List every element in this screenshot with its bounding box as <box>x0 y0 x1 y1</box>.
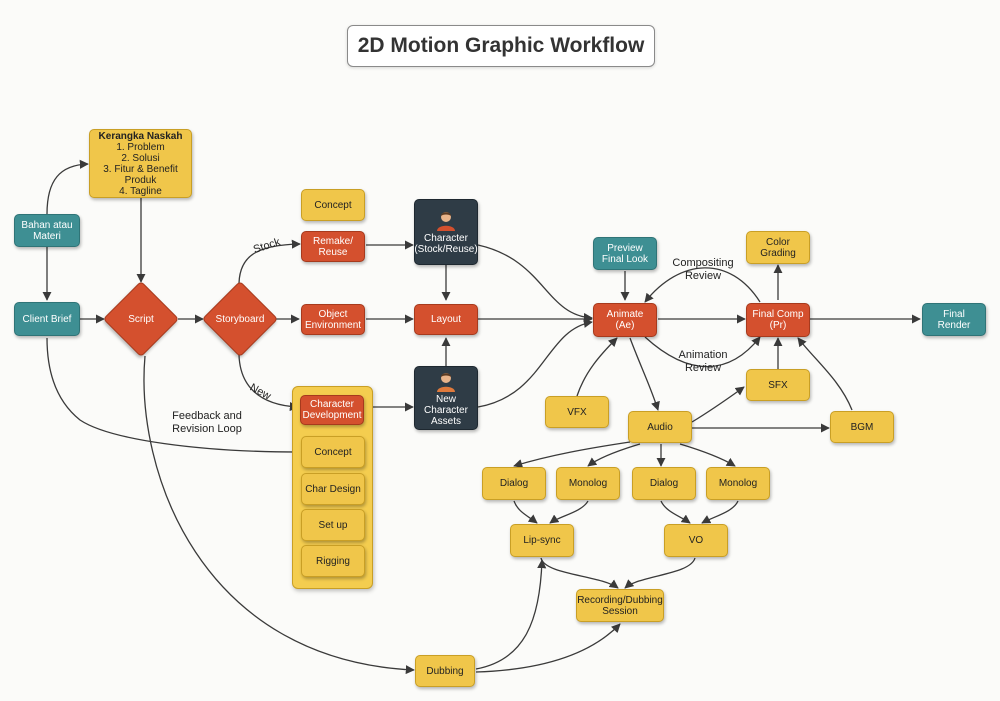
edge-compositing-review <box>644 267 761 303</box>
dialog-node[interactable]: Dialog <box>482 467 546 500</box>
kerangka-item: 1. Problem <box>116 141 165 153</box>
edge-storyboard-chardev <box>238 354 299 412</box>
edge-audio-sfx <box>691 386 745 423</box>
edge-monolog1-lipsync <box>549 500 589 524</box>
edge-vfx-animate <box>576 337 618 397</box>
new-character-assets-node[interactable]: New Character Assets <box>414 366 478 430</box>
char-design-node[interactable]: Char Design <box>301 473 365 505</box>
edge-dubbing-lipsync <box>475 559 547 670</box>
edge-dialog2-vo <box>660 500 691 524</box>
final-render-node[interactable]: Final Render <box>922 303 986 336</box>
character-development-node[interactable]: Character Development <box>300 395 364 425</box>
animate-node[interactable]: Animate (Ae) <box>593 303 657 337</box>
color-grading-node[interactable]: Color Grading <box>746 231 810 264</box>
rigging-node[interactable]: Rigging <box>301 545 365 577</box>
kerangka-naskah-node[interactable]: Kerangka Naskah 1. Problem 2. Solusi 3. … <box>89 129 192 198</box>
page-title: 2D Motion Graphic Workflow <box>347 25 655 67</box>
concept-node[interactable]: Concept <box>301 436 365 468</box>
character-stock-label: Character (Stock/Reuse) <box>414 233 478 255</box>
preview-final-look-node[interactable]: Preview Final Look <box>593 237 657 270</box>
edge-dubbing-recording <box>475 623 621 673</box>
kerangka-title: Kerangka Naskah <box>98 130 183 142</box>
edge-label-animation-review: Animation Review <box>678 349 728 374</box>
dialog-node[interactable]: Dialog <box>632 467 696 500</box>
remake-reuse-node[interactable]: Remake/ Reuse <box>301 231 365 262</box>
edge-newchar-animate <box>477 318 593 408</box>
edge-vo-recording <box>624 557 696 589</box>
object-environment-node[interactable]: Object Environment <box>301 304 365 335</box>
kerangka-item: 3. Fitur & Benefit Produk <box>103 163 178 186</box>
edge-label-compositing: Compositing Review <box>672 257 734 282</box>
kerangka-item: 4. Tagline <box>119 185 162 197</box>
vfx-node[interactable]: VFX <box>545 396 609 428</box>
edge-feedback-loop <box>46 337 300 453</box>
recording-dubbing-node[interactable]: Recording/Dubbing Session <box>576 589 664 622</box>
edge-audio-monolog2 <box>679 443 736 467</box>
monolog-node[interactable]: Monolog <box>706 467 770 500</box>
person-icon <box>437 212 455 231</box>
edge-charstock-animate <box>477 244 593 323</box>
layout-node[interactable]: Layout <box>414 304 478 335</box>
edge-bgm-final <box>797 337 853 411</box>
edge-script-dubbing <box>143 355 415 675</box>
final-comp-node[interactable]: Final Comp (Pr) <box>746 303 810 337</box>
edge-audio-dialog1 <box>513 441 631 468</box>
edge-lipsync-recording <box>540 557 619 589</box>
bgm-node[interactable]: BGM <box>830 411 894 443</box>
edge-monolog2-vo <box>701 500 739 524</box>
edge-storyboard-remake <box>238 239 301 284</box>
script-label: Script <box>128 313 154 325</box>
script-node[interactable]: Script <box>102 280 180 358</box>
edge-audio-monolog1 <box>587 443 641 467</box>
client-brief-node[interactable]: Client Brief <box>14 302 80 336</box>
kerangka-item: 2. Solusi <box>121 152 160 164</box>
edge-bahan-kerangka <box>46 159 89 215</box>
edge-animation-review <box>644 336 761 368</box>
dubbing-node[interactable]: Dubbing <box>415 655 475 687</box>
edge-dialog1-lipsync <box>513 500 538 524</box>
vo-node[interactable]: VO <box>664 524 728 557</box>
lip-sync-node[interactable]: Lip-sync <box>510 524 574 557</box>
storyboard-label: Storyboard <box>215 313 265 325</box>
person-icon <box>437 372 455 392</box>
set-up-node[interactable]: Set up <box>301 509 365 541</box>
bahan-node[interactable]: Bahan atau Materi <box>14 214 80 247</box>
concept-top-node[interactable]: Concept <box>301 189 365 221</box>
storyboard-node[interactable]: Storyboard <box>201 280 279 358</box>
sfx-node[interactable]: SFX <box>746 369 810 401</box>
new-character-assets-label: New Character Assets <box>424 393 468 427</box>
audio-node[interactable]: Audio <box>628 411 692 443</box>
edge-animate-audio <box>629 337 660 411</box>
edge-label-feedback: Feedback and Revision Loop <box>172 410 242 435</box>
character-stock-node[interactable]: Character (Stock/Reuse) <box>414 199 478 265</box>
monolog-node[interactable]: Monolog <box>556 467 620 500</box>
